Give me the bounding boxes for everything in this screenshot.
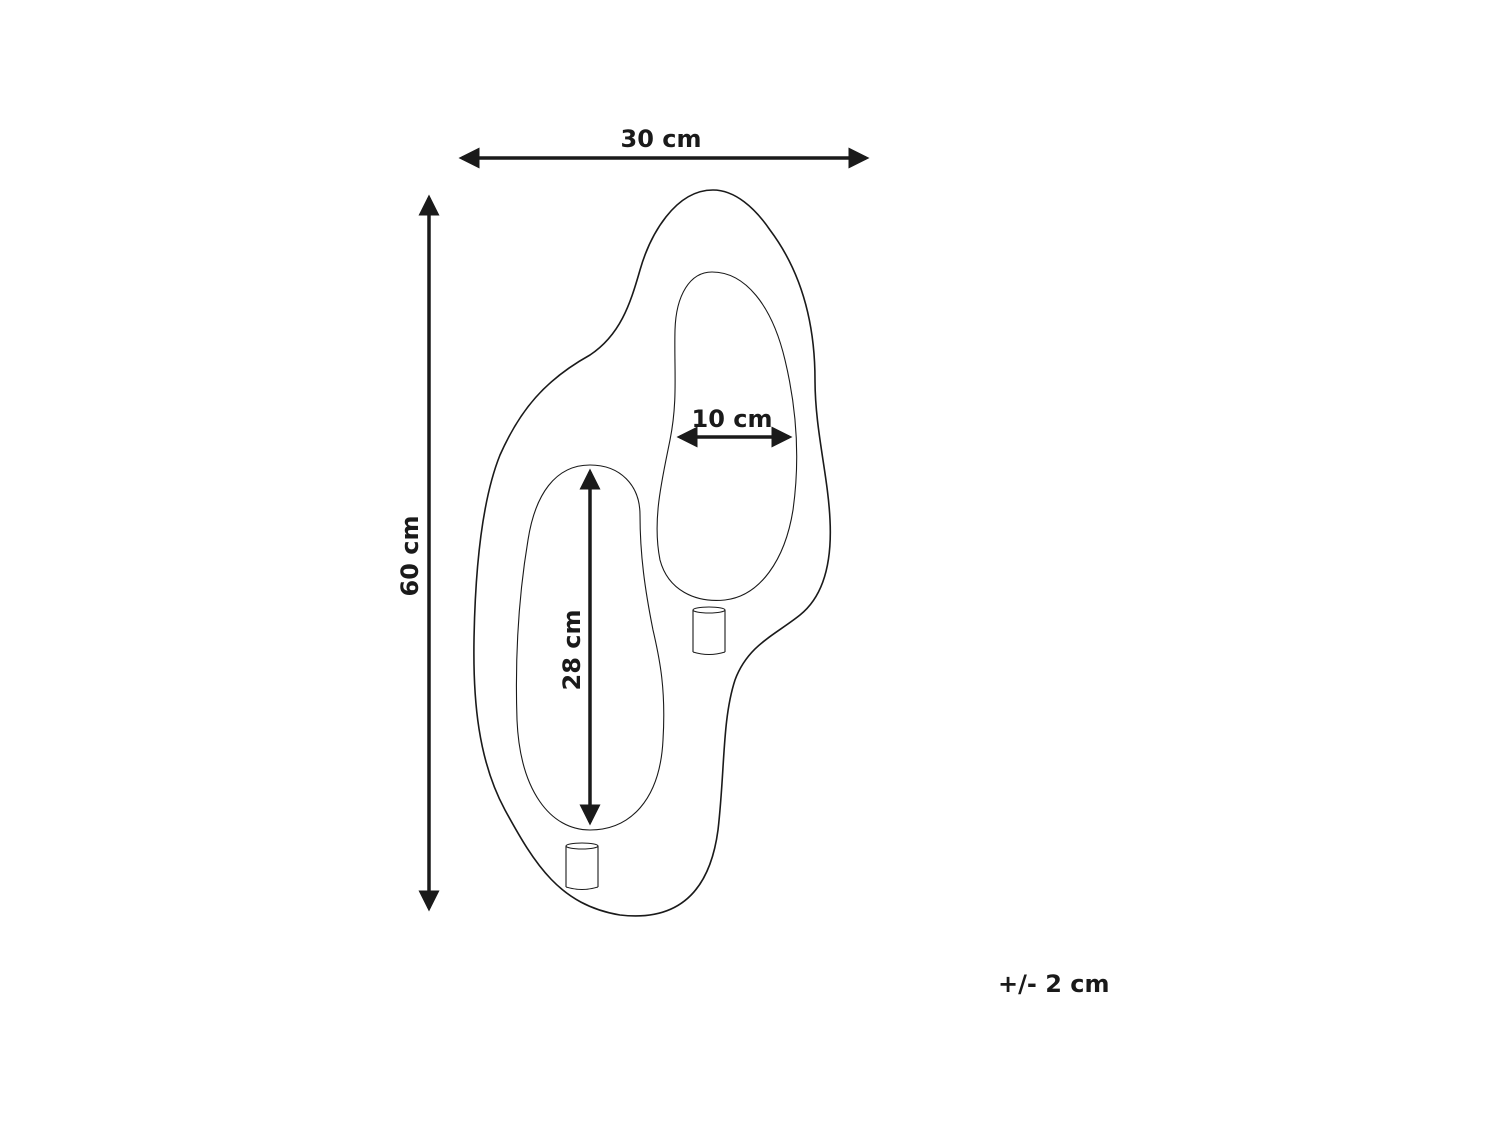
tolerance-label: +/- 2 cm: [998, 970, 1110, 998]
lower-opening: [515, 464, 665, 831]
lower-candle-holder-icon: [565, 842, 599, 891]
upper-opening: [656, 271, 798, 601]
upper-opening-width-label: 10 cm: [692, 405, 773, 433]
upper-opening-width-dimension: 10 cm: [676, 405, 793, 448]
lower-opening-height-label: 28 cm: [558, 610, 586, 691]
height-dimension: 60 cm: [396, 194, 440, 912]
width-label: 30 cm: [621, 125, 702, 153]
width-dimension: 30 cm: [458, 125, 870, 169]
height-label: 60 cm: [396, 516, 424, 597]
lower-opening-height-dimension: 28 cm: [558, 468, 601, 826]
outer-frame-outline: [473, 189, 832, 917]
upper-candle-holder-icon: [692, 606, 726, 656]
